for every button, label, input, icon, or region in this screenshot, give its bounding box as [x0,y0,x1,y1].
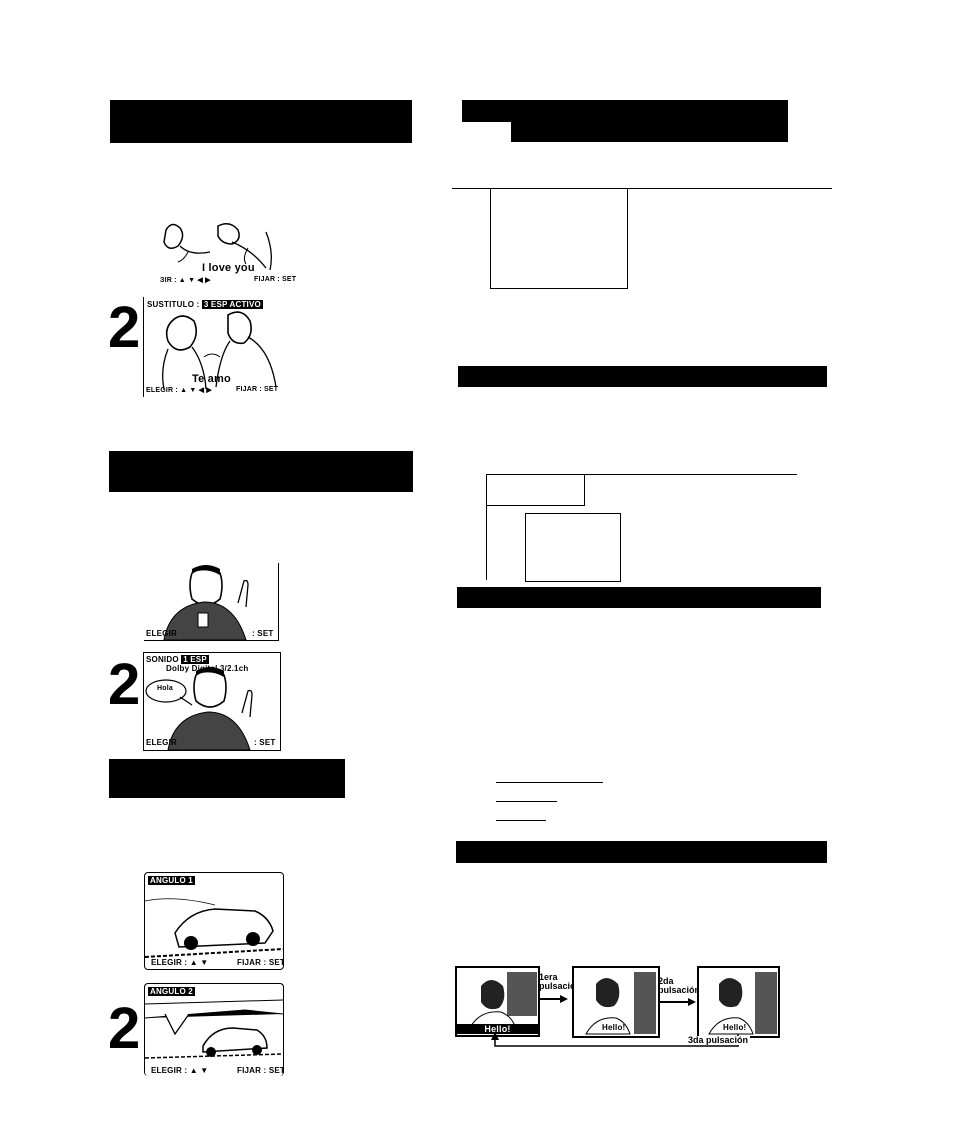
press-1-label: 1era pulsación [539,972,582,991]
osd-value: 3 ESP ACTIVO [201,300,263,309]
woman-illustration [585,972,656,1035]
screen-footer-right: : SET [254,738,276,747]
osd-label: SUSTITULO : [147,300,200,309]
subtitle-section-header [110,100,412,143]
speech-bubble-text: Hola [157,685,173,692]
subtitle-screen-2: SUSTITULO : 3 ESP ACTIVO Te amo ELEGIR :… [143,297,290,397]
osd-audio: SONIDO 1 ESP [146,655,209,664]
divider-line [452,188,832,189]
osd-angle: ANGULO 1 [148,876,195,885]
car-illustration [145,999,283,1059]
osd-value: ANGULO 2 [148,987,195,996]
frame-caption: Hello! [457,1024,538,1034]
screen-footer-left: ЗIR : ▲ ▼ ◀ ▶ [160,277,211,284]
angle-section-header [109,759,345,798]
arrow-right-icon [658,998,696,1006]
subtitle-caption: I love you [202,262,255,274]
osd-label: SONIDO [146,655,179,664]
sequence-frame-2: Hello! [572,966,660,1038]
sequence-frame-1: Hello! [455,966,540,1037]
section-bar [457,587,821,608]
screen-footer-right: FIJAR : SET [237,958,284,967]
angle-screen-1: ANGULO 1 ELEGIR : ▲ ▼ FIJAR : SET [144,872,284,970]
osd-angle: ANGULO 2 [148,987,195,996]
frame-caption: Hello! [602,1023,626,1032]
step-number: 2 [108,295,141,360]
diagram-box [486,474,585,506]
osd-subtitle: SUSTITULO : 3 ESP ACTIVO [147,300,263,309]
frame-caption: Hello! [723,1023,747,1032]
step-number: 2 [108,996,141,1061]
sequence-frame-3: Hello! [697,966,780,1038]
man-illustration [163,565,249,640]
underline [496,782,603,783]
screen-footer-right: FIJAR : SET [236,386,279,393]
couple-illustration [163,223,272,271]
car-illustration [145,898,283,958]
angle-screen-2: ANGULO 2 ELEGIR : ▲ ▼ FIJAR : SET [144,983,284,1076]
osd-value: ANGULO 1 [148,876,195,885]
subtitle-caption: Te amo [192,373,231,385]
screen-footer-left: ELEGIR : ▲ ▼ ◀ ▶ [146,387,212,394]
woman-illustration [470,972,537,1027]
screen-footer-left: ELEGIR : ▲ ▼ [151,958,209,967]
screen-footer-right: : SET [252,629,274,638]
screen-footer-left: ELEGIR [146,629,177,638]
press-2-label: 2da pulsación [658,976,701,995]
osd-value: 1 ESP [181,655,209,664]
screen-footer-right: FIJAR : SET [254,276,297,283]
screen-footer-right: FIJAR : SET [237,1066,284,1075]
divider-line [486,504,487,580]
section-bar [458,366,827,387]
man-illustration [145,667,253,750]
diagram-box [490,188,628,289]
subtitle-screen-1: I love you ЗIR : ▲ ▼ ◀ ▶ FIJAR : SET [158,222,297,288]
screen-footer-left: ELEGIR [146,738,177,747]
woman-illustration [708,972,777,1035]
audio-screen-2: SONIDO 1 ESP Dolby Digital 3/2.1ch Hola … [143,652,281,751]
underline [496,820,546,821]
audio-section-header [109,451,413,492]
audio-screen-1: ELEGIR : SET [144,563,279,641]
section-bar [456,841,827,863]
step-number: 2 [108,652,141,717]
screen-footer-left: ELEGIR : ▲ ▼ [151,1066,209,1075]
arrow-right-icon [540,995,568,1003]
underline [496,801,557,802]
couple-illustration [162,311,277,390]
diagram-box [525,513,621,582]
right-section-header [511,100,788,142]
press-3-label: 3da pulsación [686,1035,751,1045]
divider-line [486,474,797,475]
